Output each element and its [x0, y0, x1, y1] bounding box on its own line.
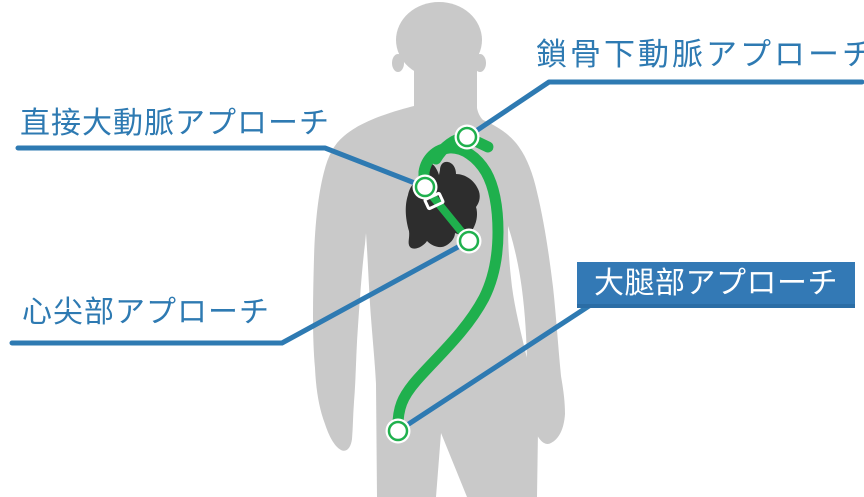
direct-aortic-leader-line — [15, 145, 428, 190]
access-point-markers — [385, 124, 482, 444]
label-subclavian-approach: 鎖骨下動脈アプローチ — [536, 37, 864, 72]
femoral-leader-line — [395, 301, 595, 434]
left-ear-shape — [392, 54, 404, 72]
label-direct-aortic-approach: 直接大動脈アプローチ — [20, 107, 330, 140]
subclavian-access-point-marker — [454, 124, 480, 150]
femoral-approach-label-box: 大腿部アプローチ — [577, 262, 855, 308]
subclavian-leader-line — [464, 79, 864, 140]
direct-aortic-access-point-marker — [412, 174, 438, 200]
neck-shape — [414, 60, 477, 115]
body-silhouette — [313, 2, 565, 497]
apical-access-point-marker — [456, 228, 482, 254]
leader-lines — [9, 79, 864, 434]
apical-leader-line — [9, 238, 472, 346]
torso-arms-legs-shape — [313, 106, 565, 497]
label-apical-approach: 心尖部アプローチ — [22, 296, 270, 329]
femoral-access-point-marker — [385, 418, 411, 444]
head-shape — [396, 2, 482, 78]
label-femoral-approach: 大腿部アプローチ — [594, 266, 838, 300]
